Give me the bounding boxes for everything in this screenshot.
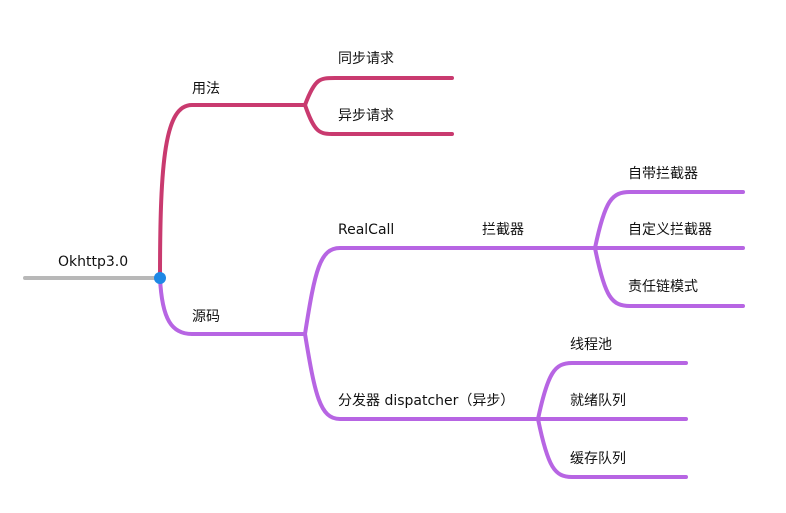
interceptor-child-1-label: 自带拦截器 [628,166,698,182]
dispatcher-child-3-label: 缓存队列 [570,451,626,467]
usage-label: 用法 [192,81,220,97]
usage-child-async-label: 异步请求 [338,108,394,124]
source-branch [158,190,745,479]
usage-child-line-async [303,103,454,136]
interceptor-label: 拦截器 [482,222,524,238]
usage-child-sync-label: 同步请求 [338,51,394,67]
usage-child-line-sync [303,76,454,107]
dispatcher-child-1-label: 线程池 [570,337,612,353]
realcall-connector [303,246,597,336]
realcall-label: RealCall [338,222,394,238]
interceptor-child-line-3 [593,246,745,308]
usage-branch [158,76,454,280]
usage-connector [158,103,307,280]
root-node-dot[interactable] [154,272,166,284]
interceptor-child-2-label: 自定义拦截器 [628,222,712,238]
dispatcher-child-line-1 [536,361,688,421]
dispatcher-child-2-label: 就绪队列 [570,393,626,409]
root-label: Okhttp3.0 [58,254,128,270]
dispatcher-connector [303,332,540,421]
interceptor-child-3-label: 责任链模式 [628,279,698,295]
dispatcher-label: 分发器 dispatcher（异步） [338,393,514,409]
source-connector [158,276,307,336]
dispatcher-child-line-3 [536,417,688,479]
source-label: 源码 [192,309,220,325]
interceptor-child-line-1 [593,190,745,250]
